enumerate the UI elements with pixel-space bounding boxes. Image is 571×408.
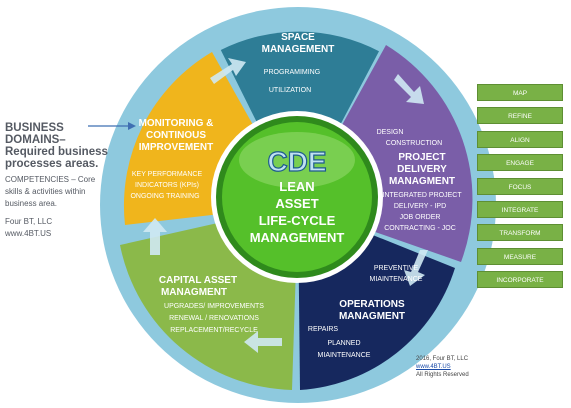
monitoring-item2: INDICATORS (KPIs) xyxy=(135,182,199,189)
flow-arrow-icon xyxy=(244,331,282,353)
space-item2: UTILIZATION xyxy=(269,87,311,94)
operations-item5: MIAINTENANCE xyxy=(318,352,371,359)
center-highlight xyxy=(239,132,355,188)
operations-item3: REPAIRS xyxy=(308,326,339,333)
capital-item3: REPLACEMENT/RECYCLE xyxy=(170,327,258,334)
flow-arrow-icon xyxy=(210,58,246,84)
capital-title2: MANAGMENT xyxy=(161,287,227,298)
project-title2: DELIVERY xyxy=(397,164,447,175)
align-button[interactable]: ALIGN xyxy=(477,130,563,148)
center-line2: ASSET xyxy=(275,196,318,211)
flow-arrow-icon xyxy=(394,74,424,104)
capital-item2: RENEWAL / RENOVATIONS xyxy=(169,315,259,322)
operations-item4: PLANNED xyxy=(327,340,360,347)
domains-title-2: DOMAINS– xyxy=(5,134,66,146)
capital-item1: UPGRADES/ IMPROVEMENTS xyxy=(164,303,264,310)
flow-arrow-icon xyxy=(404,250,428,286)
project-title3: MANAGMENT xyxy=(389,176,455,187)
project-item2: CONSTRUCTION xyxy=(386,140,442,147)
operations-item1: PREVENTIVE xyxy=(374,265,419,272)
transform-button[interactable]: TRANSFORM xyxy=(477,224,563,242)
space-title2: MANAGEMENT xyxy=(262,44,335,55)
capital-title1: CAPITAL ASSET xyxy=(159,275,237,286)
project-title1: PROJECT xyxy=(398,152,445,163)
project-item3: INTEGRATED PROJECT xyxy=(382,192,462,199)
project-item6: CONTRACTING - JOC xyxy=(384,225,456,232)
competencies-1: COMPETENCIES – Core xyxy=(5,175,96,184)
left-panel: BUSINESS DOMAINS– Required business proc… xyxy=(5,122,120,239)
copyright-block: 2016, Four BT, LLC www.4BT.US All Rights… xyxy=(416,355,469,379)
project-item5: JOB ORDER xyxy=(400,214,441,221)
focus-button[interactable]: FOCUS xyxy=(477,177,563,195)
monitoring-item1: KEY PERFORMANCE xyxy=(132,171,203,178)
action-button-column: MAP REFINE ALIGN ENGAGE FOCUS INTEGRATE … xyxy=(477,84,563,295)
domains-title-1: BUSINESS xyxy=(5,122,64,134)
space-item1: PROGRAMIMING xyxy=(264,69,320,76)
map-button[interactable]: MAP xyxy=(477,84,563,101)
center-line4: MANAGEMENT xyxy=(250,230,345,245)
space-title1: SPACE xyxy=(281,32,315,43)
domains-title-3: Required business xyxy=(5,146,108,158)
operations-title2: MANAGMENT xyxy=(339,311,405,322)
competencies-3: business area. xyxy=(5,199,58,208)
operations-item2: MIAINTENANCE xyxy=(370,276,423,283)
project-item1: DESIGN xyxy=(377,129,404,136)
incorporate-button[interactable]: INCORPORATE xyxy=(477,271,563,289)
monitoring-title2: CONTINOUS xyxy=(146,130,206,141)
org-name: Four BT, LLC xyxy=(5,217,53,226)
refine-button[interactable]: REFINE xyxy=(477,107,563,125)
pointer-arrow-icon xyxy=(128,122,136,130)
copyright-line: 2016, Four BT, LLC xyxy=(416,356,469,362)
monitoring-item3: ONGOING TRAINING xyxy=(130,193,199,200)
measure-button[interactable]: MEASURE xyxy=(477,247,563,265)
copyright-link[interactable]: www.4BT.US xyxy=(416,364,451,370)
competencies-2: skills & activities within xyxy=(5,187,86,196)
center-abbr: CDE xyxy=(267,146,326,177)
engage-button[interactable]: ENGAGE xyxy=(477,154,563,172)
center-circle xyxy=(222,122,372,272)
integrate-button[interactable]: INTEGRATE xyxy=(477,200,563,218)
operations-title1: OPERATIONS xyxy=(339,299,405,310)
center-line1: LEAN xyxy=(279,179,314,194)
monitoring-title3: IMPROVEMENT xyxy=(139,142,213,153)
monitoring-title1: MONITORING & xyxy=(139,118,214,129)
domains-title-4: processes areas. xyxy=(5,158,99,170)
project-item4: DELIVERY - IPD xyxy=(394,203,446,210)
center-line3: LIFE-CYCLE xyxy=(259,213,336,228)
org-url: www.4BT.US xyxy=(5,229,52,238)
flow-arrow-icon xyxy=(143,218,167,255)
rights-line: All Rights Reserved xyxy=(416,372,469,378)
